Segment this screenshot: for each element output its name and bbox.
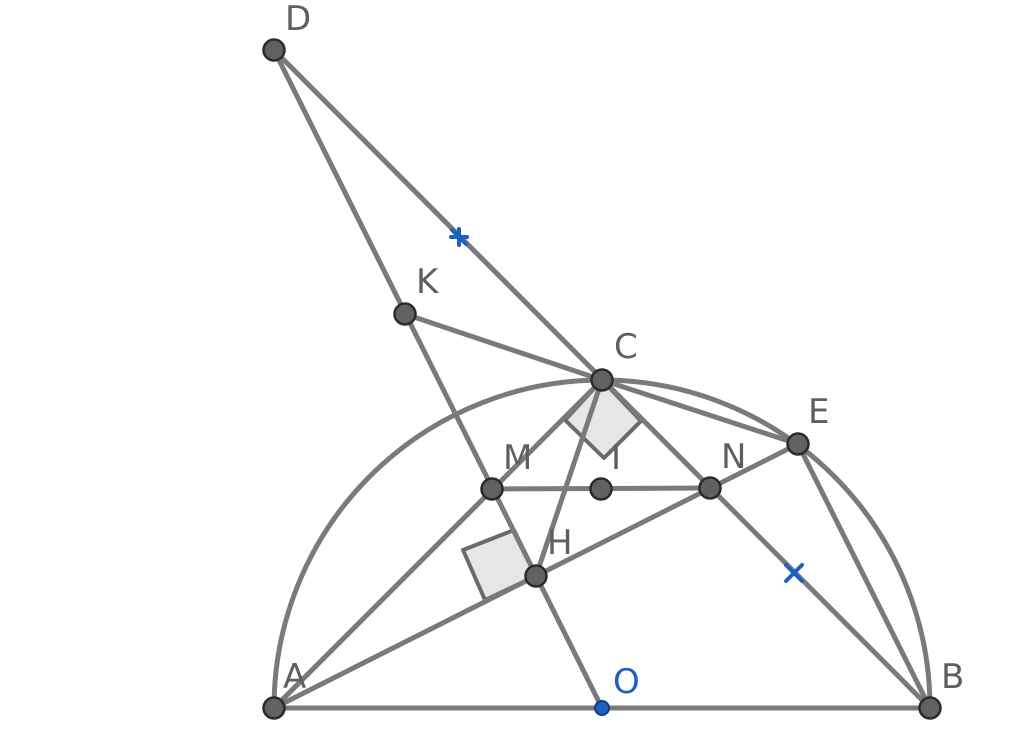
segment-CE <box>599 377 801 447</box>
point-K <box>393 302 417 326</box>
point-O <box>594 700 610 716</box>
segment-AC <box>271 377 605 711</box>
segment-EB <box>795 441 933 711</box>
right-angle-marker-H <box>461 528 538 602</box>
point-D <box>262 38 286 62</box>
label-M: M <box>503 438 532 478</box>
point-B <box>918 696 942 720</box>
label-H: H <box>547 523 573 563</box>
segment-KC <box>402 311 605 383</box>
label-B: B <box>941 657 964 697</box>
label-K: K <box>416 262 440 302</box>
label-C: C <box>614 327 638 367</box>
segment-CH <box>533 377 605 579</box>
label-A: A <box>283 657 306 697</box>
point-A <box>262 696 286 720</box>
point-E <box>786 432 810 456</box>
label-E: E <box>808 392 829 432</box>
tick-mark-DC <box>449 227 469 247</box>
label-D: D <box>285 0 311 39</box>
point-H <box>524 564 548 588</box>
point-C <box>590 368 614 392</box>
segment-DO <box>271 47 605 711</box>
point-I <box>589 477 613 501</box>
label-I: I <box>611 438 621 478</box>
tick-mark-NB <box>784 563 804 583</box>
label-O: O <box>613 662 640 702</box>
label-N: N <box>721 437 746 477</box>
point-N <box>698 476 722 500</box>
point-M <box>480 477 504 501</box>
